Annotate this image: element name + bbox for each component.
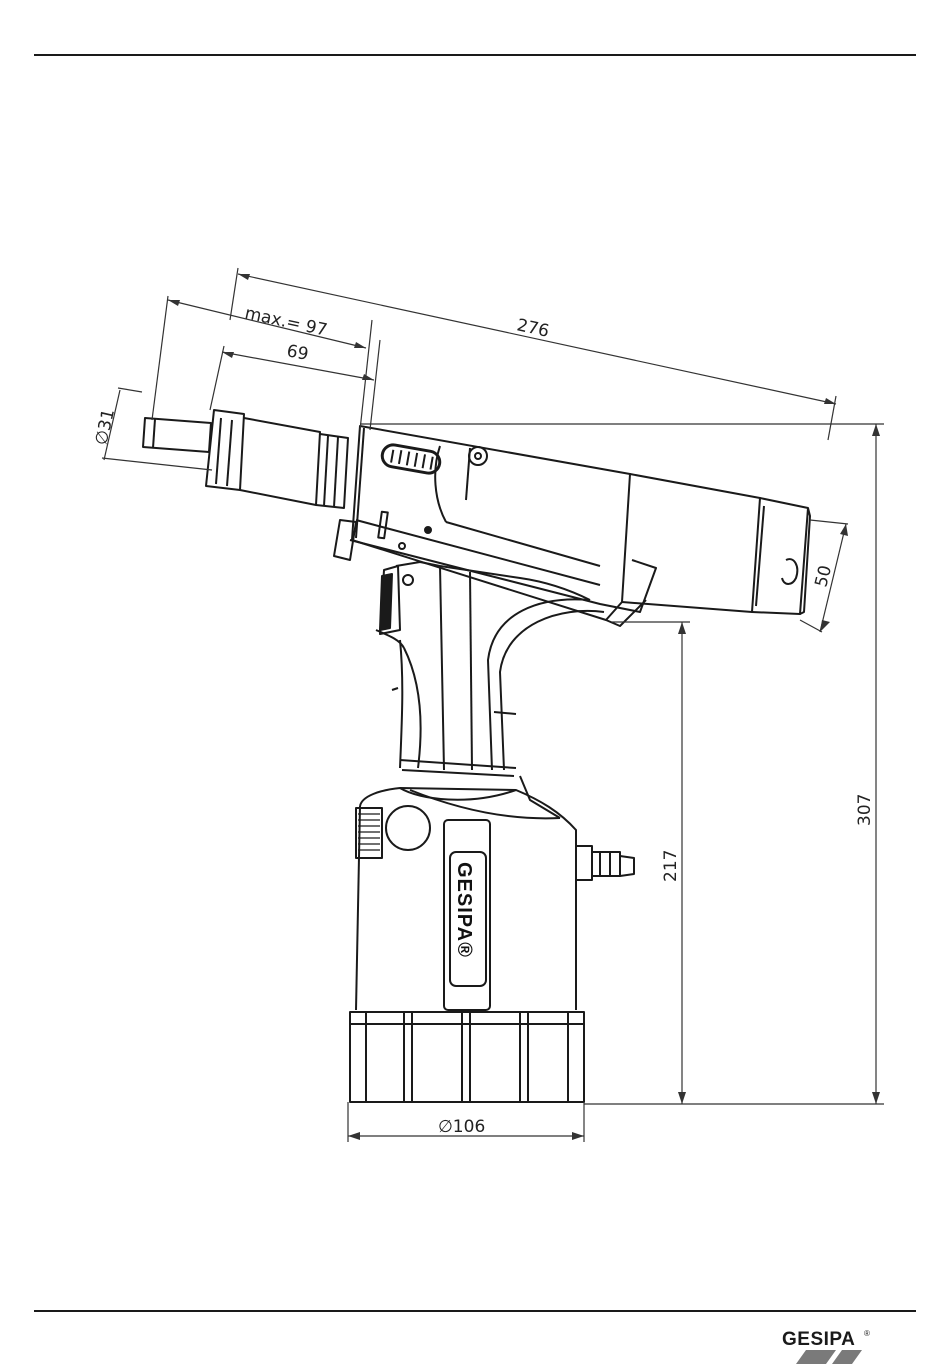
rivet-tool [143,410,810,1102]
head-housing [352,426,630,620]
locking-screw [469,447,487,465]
air-inlet [576,846,592,880]
dim-grip-height: 217 [661,850,681,882]
air-valve-knob [386,806,430,850]
dim-overall-length: 276 [515,315,551,341]
nose-pin [143,418,211,452]
logo-reg-mark: ® [864,1329,870,1338]
dim-nose-diameter: ∅31 [91,407,119,447]
dim-rear-height: 50 [811,563,836,589]
logo-wordmark: GESIPA [782,1329,855,1350]
rear-cylinder [622,474,810,614]
dim-max-stroke: max.= 97 [243,303,329,340]
gesipa-logo: GESIPA ® [782,1329,870,1364]
bottom-container [350,1012,584,1102]
handle [392,562,604,776]
logo-stripes-icon [796,1350,836,1364]
dim-base-diameter: ∅106 [438,1117,485,1137]
dim-total-height: 307 [855,794,875,826]
nose-piece [206,410,348,508]
dim-nose-length: 69 [285,341,310,365]
dimension-lines [102,268,884,1142]
trigger [376,566,404,648]
brand-panel-text: GESIPA® [453,862,475,958]
base-housing [356,776,634,1010]
dimension-arrows [168,274,880,1140]
